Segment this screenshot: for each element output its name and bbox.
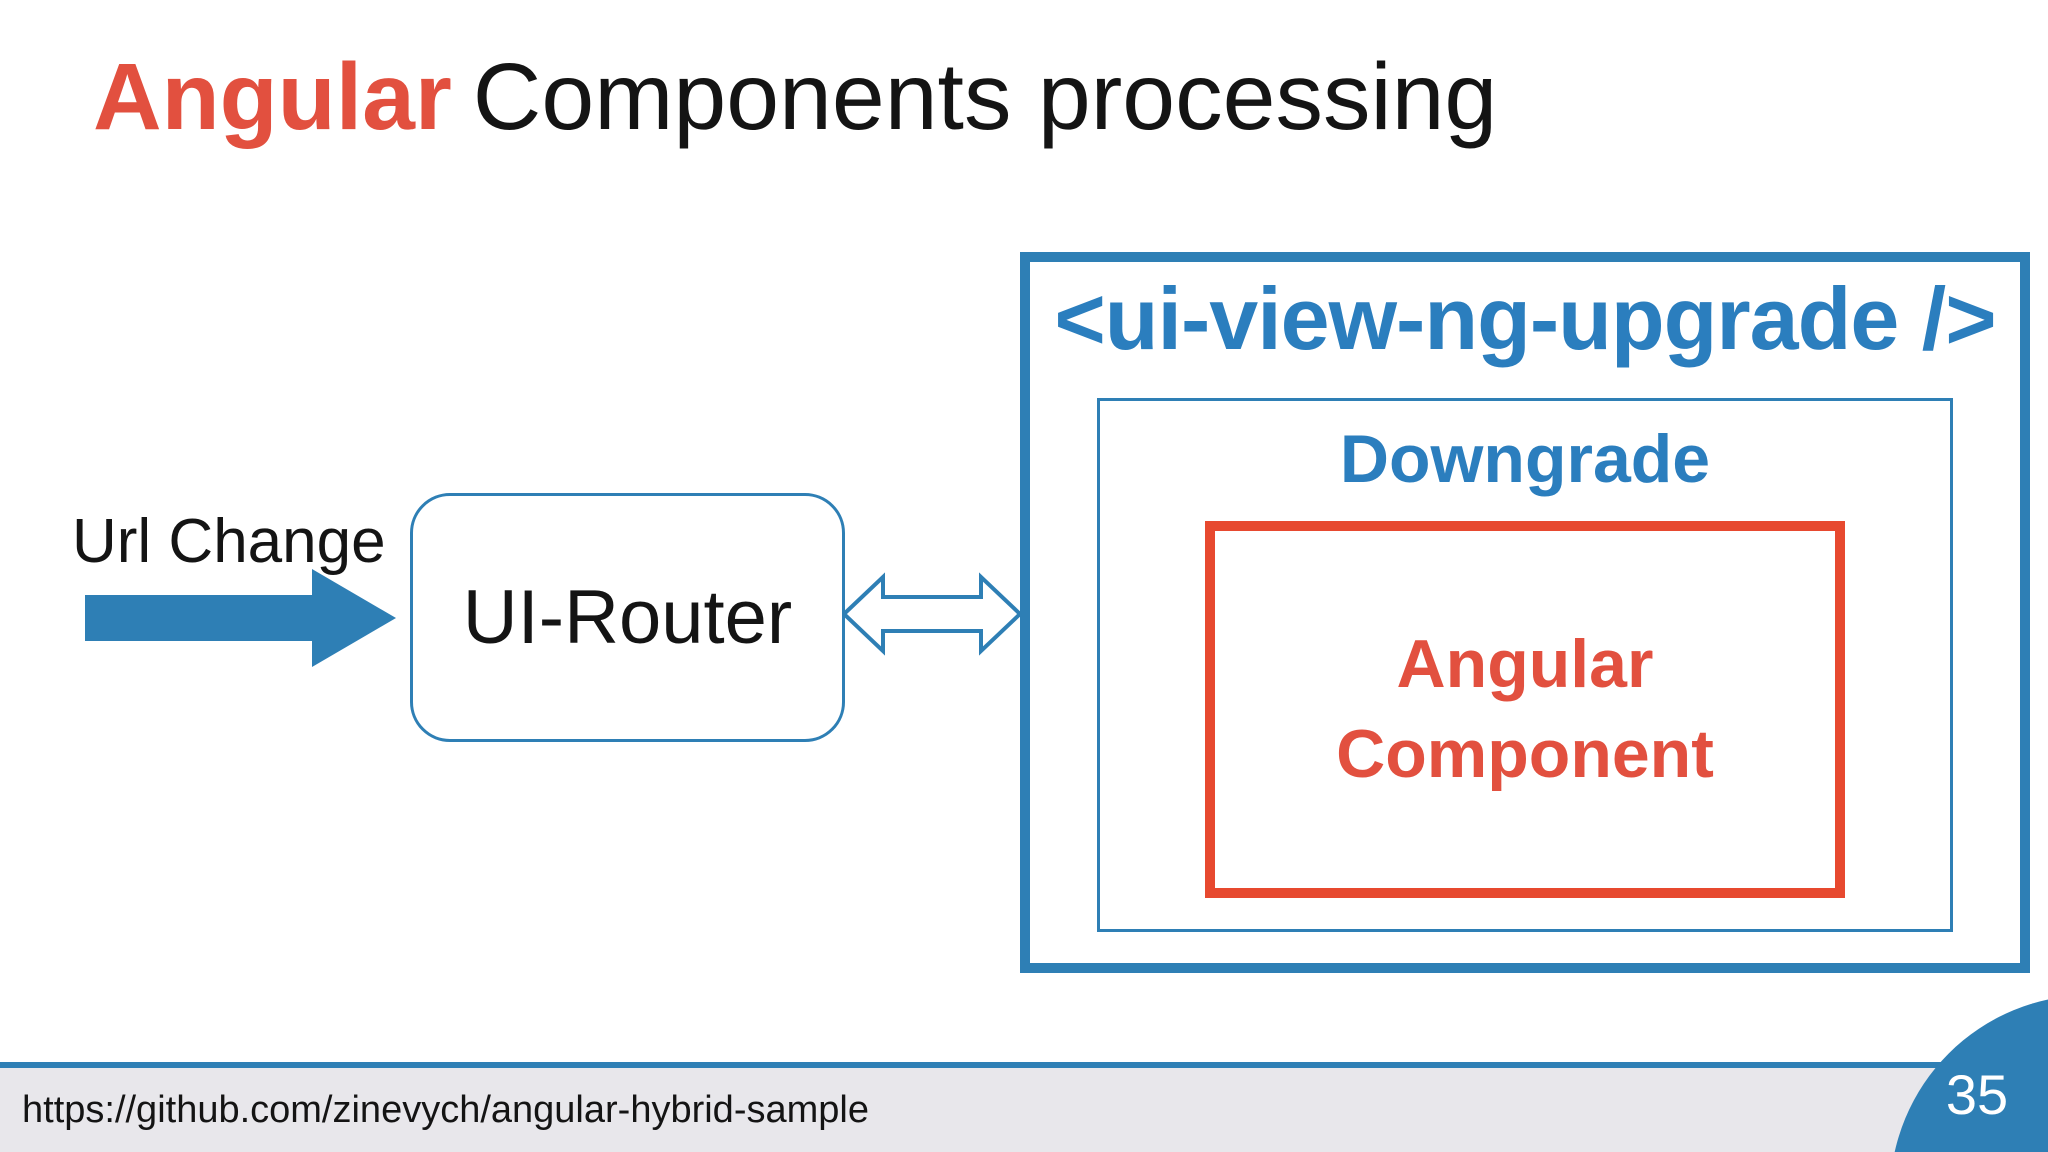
angular-component-label-line2: Component bbox=[1336, 715, 1714, 792]
title-rest: Components processing bbox=[472, 44, 1498, 150]
arrow-right-head-icon bbox=[312, 569, 396, 667]
bidirectional-arrow-icon bbox=[842, 572, 1022, 656]
footer-divider bbox=[0, 1062, 2048, 1068]
repo-url-text: https://github.com/zinevych/angular-hybr… bbox=[22, 1088, 869, 1131]
angular-component-label-line1: Angular bbox=[1396, 625, 1654, 702]
downgrade-label: Downgrade bbox=[1339, 421, 1711, 497]
arrow-right-icon bbox=[85, 595, 313, 641]
angular-component-box: Angular Component bbox=[1205, 521, 1845, 898]
title-highlight: Angular bbox=[93, 44, 452, 150]
page-number: 35 bbox=[1945, 1063, 2009, 1126]
ui-view-ng-upgrade-tag-label: <ui-view-ng-upgrade /> bbox=[1054, 269, 1996, 368]
ui-router-box: UI-Router bbox=[410, 493, 845, 742]
footer-bar bbox=[0, 1068, 2048, 1152]
ui-router-label: UI-Router bbox=[462, 575, 793, 660]
url-change-label: Url Change bbox=[72, 507, 386, 576]
